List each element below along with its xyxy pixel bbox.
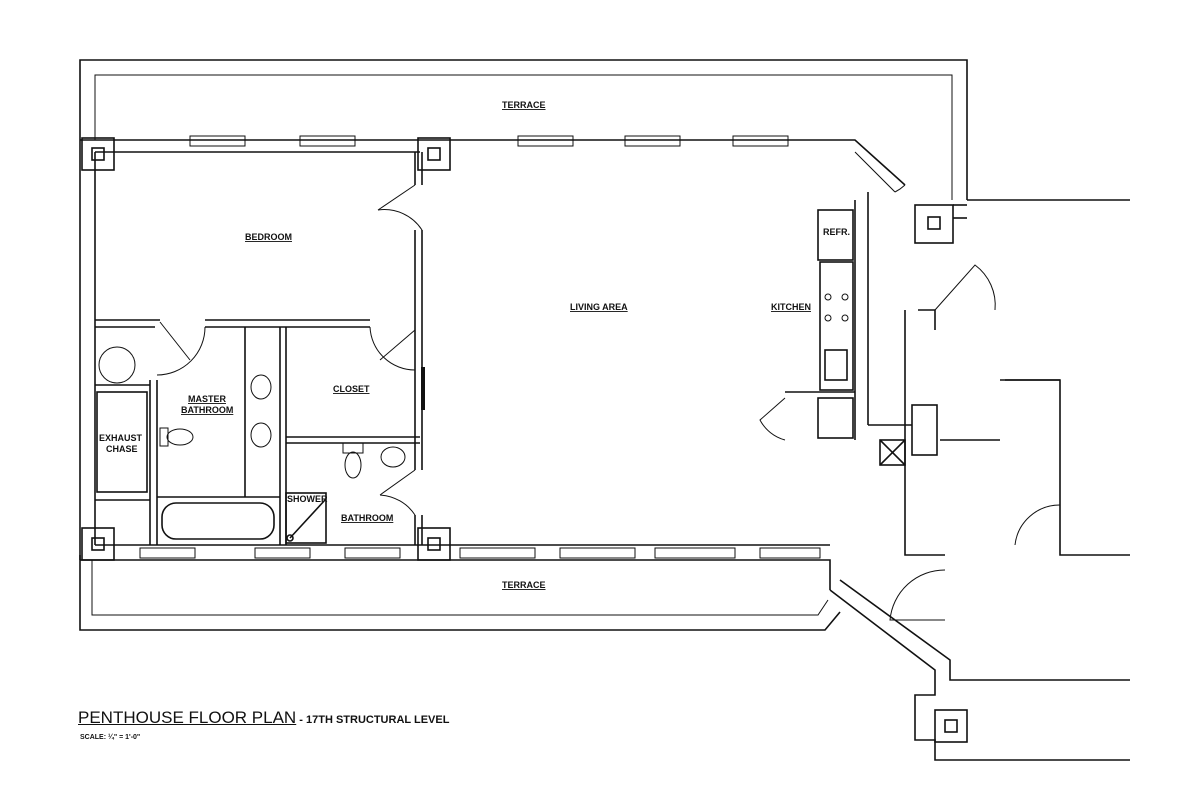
plan-subtitle: 17TH STRUCTURAL LEVEL (306, 714, 450, 726)
plan-title: PENTHOUSE FLOOR PLAN - 17TH STRUCTURAL L… (78, 708, 449, 728)
columns (81, 137, 968, 743)
label-living-area: LIVING AREA (570, 302, 628, 312)
label-master-bathroom-1: MASTER (188, 394, 227, 404)
label-closet: CLOSET (333, 384, 370, 394)
label-exhaust-chase-1: EXHAUST (99, 433, 143, 443)
label-terrace-top: TERRACE (502, 100, 546, 110)
terrace-outline (79, 59, 968, 631)
label-kitchen: KITCHEN (771, 302, 811, 312)
plan-title-main: PENTHOUSE FLOOR PLAN (78, 708, 297, 727)
fixtures (98, 293, 849, 479)
plan-title-separator: - (296, 714, 306, 726)
label-bedroom: BEDROOM (245, 232, 292, 242)
plan-scale: SCALE: ¼" = 1'-0" (80, 734, 141, 741)
label-terrace-bottom: TERRACE (502, 580, 546, 590)
label-shower: SHOWER (287, 494, 328, 504)
stove-burners (824, 293, 849, 322)
label-refrigerator: REFR. (823, 227, 850, 237)
label-bathroom: BATHROOM (341, 513, 393, 523)
interior-walls (95, 152, 1130, 556)
doors (156, 151, 1061, 621)
label-master-bathroom-2: BATHROOM (181, 405, 233, 415)
exterior-walls (79, 135, 1130, 761)
label-exhaust-chase-2: CHASE (106, 444, 138, 454)
